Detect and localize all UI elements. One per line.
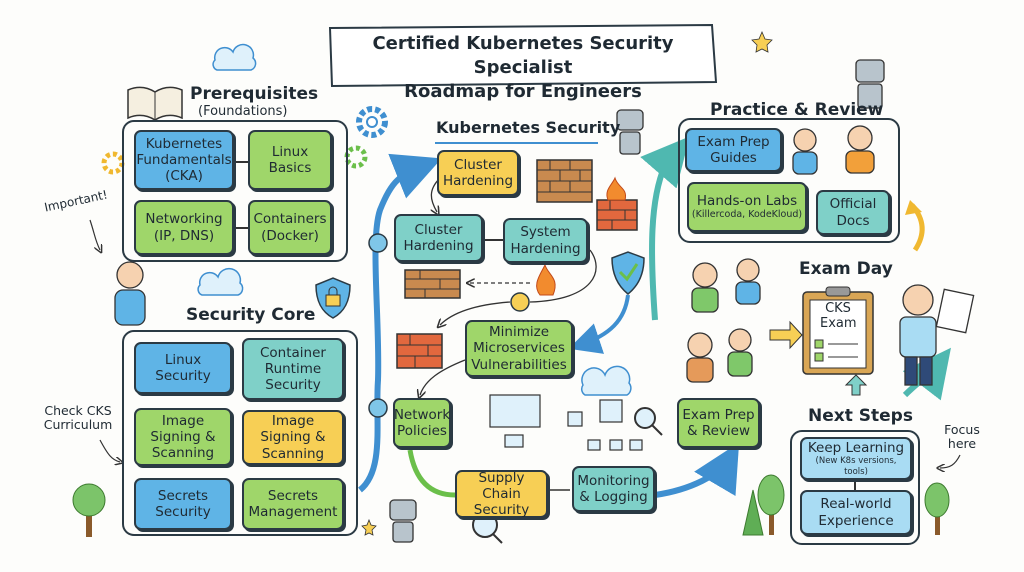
- brick-wall-icon: [396, 333, 443, 369]
- node-exam-prep-guides[interactable]: Exam Prep Guides: [685, 128, 782, 172]
- hands-on-labs-sub: (Killercoda, KodeKloud): [691, 209, 803, 221]
- prerequisites-heading: Prerequisites: [190, 84, 319, 104]
- next-steps-heading: Next Steps: [808, 406, 913, 426]
- cloud-icon: [197, 43, 632, 396]
- node-network-policies[interactable]: Network Policies: [393, 398, 451, 448]
- note-check-curriculum: Check CKS Curriculum: [43, 403, 113, 433]
- arrow-to-exam: [769, 320, 803, 350]
- node-official-docs[interactable]: Official Docs: [816, 190, 890, 235]
- tree-icon: [72, 474, 950, 537]
- brick-wall-icon: [536, 159, 593, 203]
- clipboard-icon: [802, 286, 874, 375]
- clipboard-label: CKS Exam: [820, 301, 857, 331]
- node-container-runtime-security[interactable]: Container Runtime Security: [242, 338, 344, 400]
- node-supply-chain-security[interactable]: Supply Chain Security: [455, 470, 548, 518]
- node-hands-on-labs[interactable]: Hands-on Labs (Killercoda, KodeKloud): [687, 182, 807, 232]
- node-minimize-microservices-vulnerabilities[interactable]: Minimize Microservices Vulnerabilities: [465, 320, 573, 377]
- keep-learning-sub: (New K8s versions, tools): [815, 456, 897, 477]
- shield-lock-icon: [315, 277, 351, 319]
- node-containers[interactable]: Containers (Docker): [248, 200, 332, 255]
- node-system-hardening[interactable]: System Hardening: [503, 218, 588, 263]
- node-linux-security[interactable]: Linux Security: [134, 342, 232, 394]
- shield-check-icon: [611, 251, 645, 295]
- path-node: [510, 292, 530, 312]
- node-image-signing-scanning[interactable]: Image Signing & Scanning: [134, 408, 232, 466]
- arrow-to-practice: [640, 136, 690, 321]
- main-path-arrow: [357, 153, 442, 493]
- firewall-icon: [596, 176, 638, 231]
- kubernetes-security-heading: Kubernetes Security: [436, 118, 621, 137]
- node-real-world-experience[interactable]: Real-world Experience: [800, 490, 912, 535]
- node-networking[interactable]: Networking (IP, DNS): [134, 200, 234, 255]
- security-core-group: [122, 330, 358, 536]
- node-linux-basics[interactable]: Linux Basics: [248, 130, 332, 190]
- hands-on-labs-label: Hands-on Labs: [696, 193, 798, 210]
- node-monitoring-logging[interactable]: Monitoring & Logging: [572, 466, 655, 512]
- node-secrets-management[interactable]: Secrets Management: [242, 478, 344, 530]
- keep-learning-label: Keep Learning: [807, 440, 905, 457]
- path-node: [368, 398, 388, 418]
- practice-review-group: [678, 118, 900, 243]
- magnifier-icon: [472, 407, 663, 544]
- title-line-1: Certified Kubernetes Security Specialist: [372, 33, 674, 78]
- path-node: [368, 233, 388, 253]
- prerequisites-group: [122, 120, 348, 262]
- title: Certified Kubernetes Security Specialist…: [332, 32, 714, 104]
- brick-pile-icon: [404, 269, 461, 299]
- node-secrets-security[interactable]: Secrets Security: [134, 478, 232, 530]
- title-line-2: Roadmap for Engineers: [404, 81, 642, 102]
- prerequisites-subheading: (Foundations): [198, 104, 288, 119]
- practice-review-heading: Practice & Review: [710, 100, 884, 120]
- network-diagram-icon: [489, 394, 643, 451]
- next-steps-group: [790, 430, 920, 545]
- book-icon: [127, 86, 183, 121]
- exam-day-heading: Exam Day: [799, 259, 893, 279]
- node-cluster-hardening-2[interactable]: Cluster Hardening: [394, 214, 483, 262]
- person-icon: [114, 125, 975, 386]
- note-focus-here: Focus here: [944, 422, 980, 452]
- node-kubernetes-fundamentals[interactable]: Kubernetes Fundamentals (CKA): [134, 130, 234, 190]
- node-image-signing-scanning-2[interactable]: Image Signing & Scanning: [242, 410, 344, 465]
- node-cluster-hardening[interactable]: Cluster Hardening: [437, 150, 519, 196]
- node-keep-learning[interactable]: Keep Learning (New K8s versions, tools): [800, 437, 912, 480]
- fire-icon: [536, 263, 556, 296]
- title-banner: [328, 23, 718, 88]
- node-exam-prep-review[interactable]: Exam Prep & Review: [677, 398, 760, 448]
- security-core-heading: Security Core: [186, 305, 316, 325]
- robot-icon: [389, 59, 885, 543]
